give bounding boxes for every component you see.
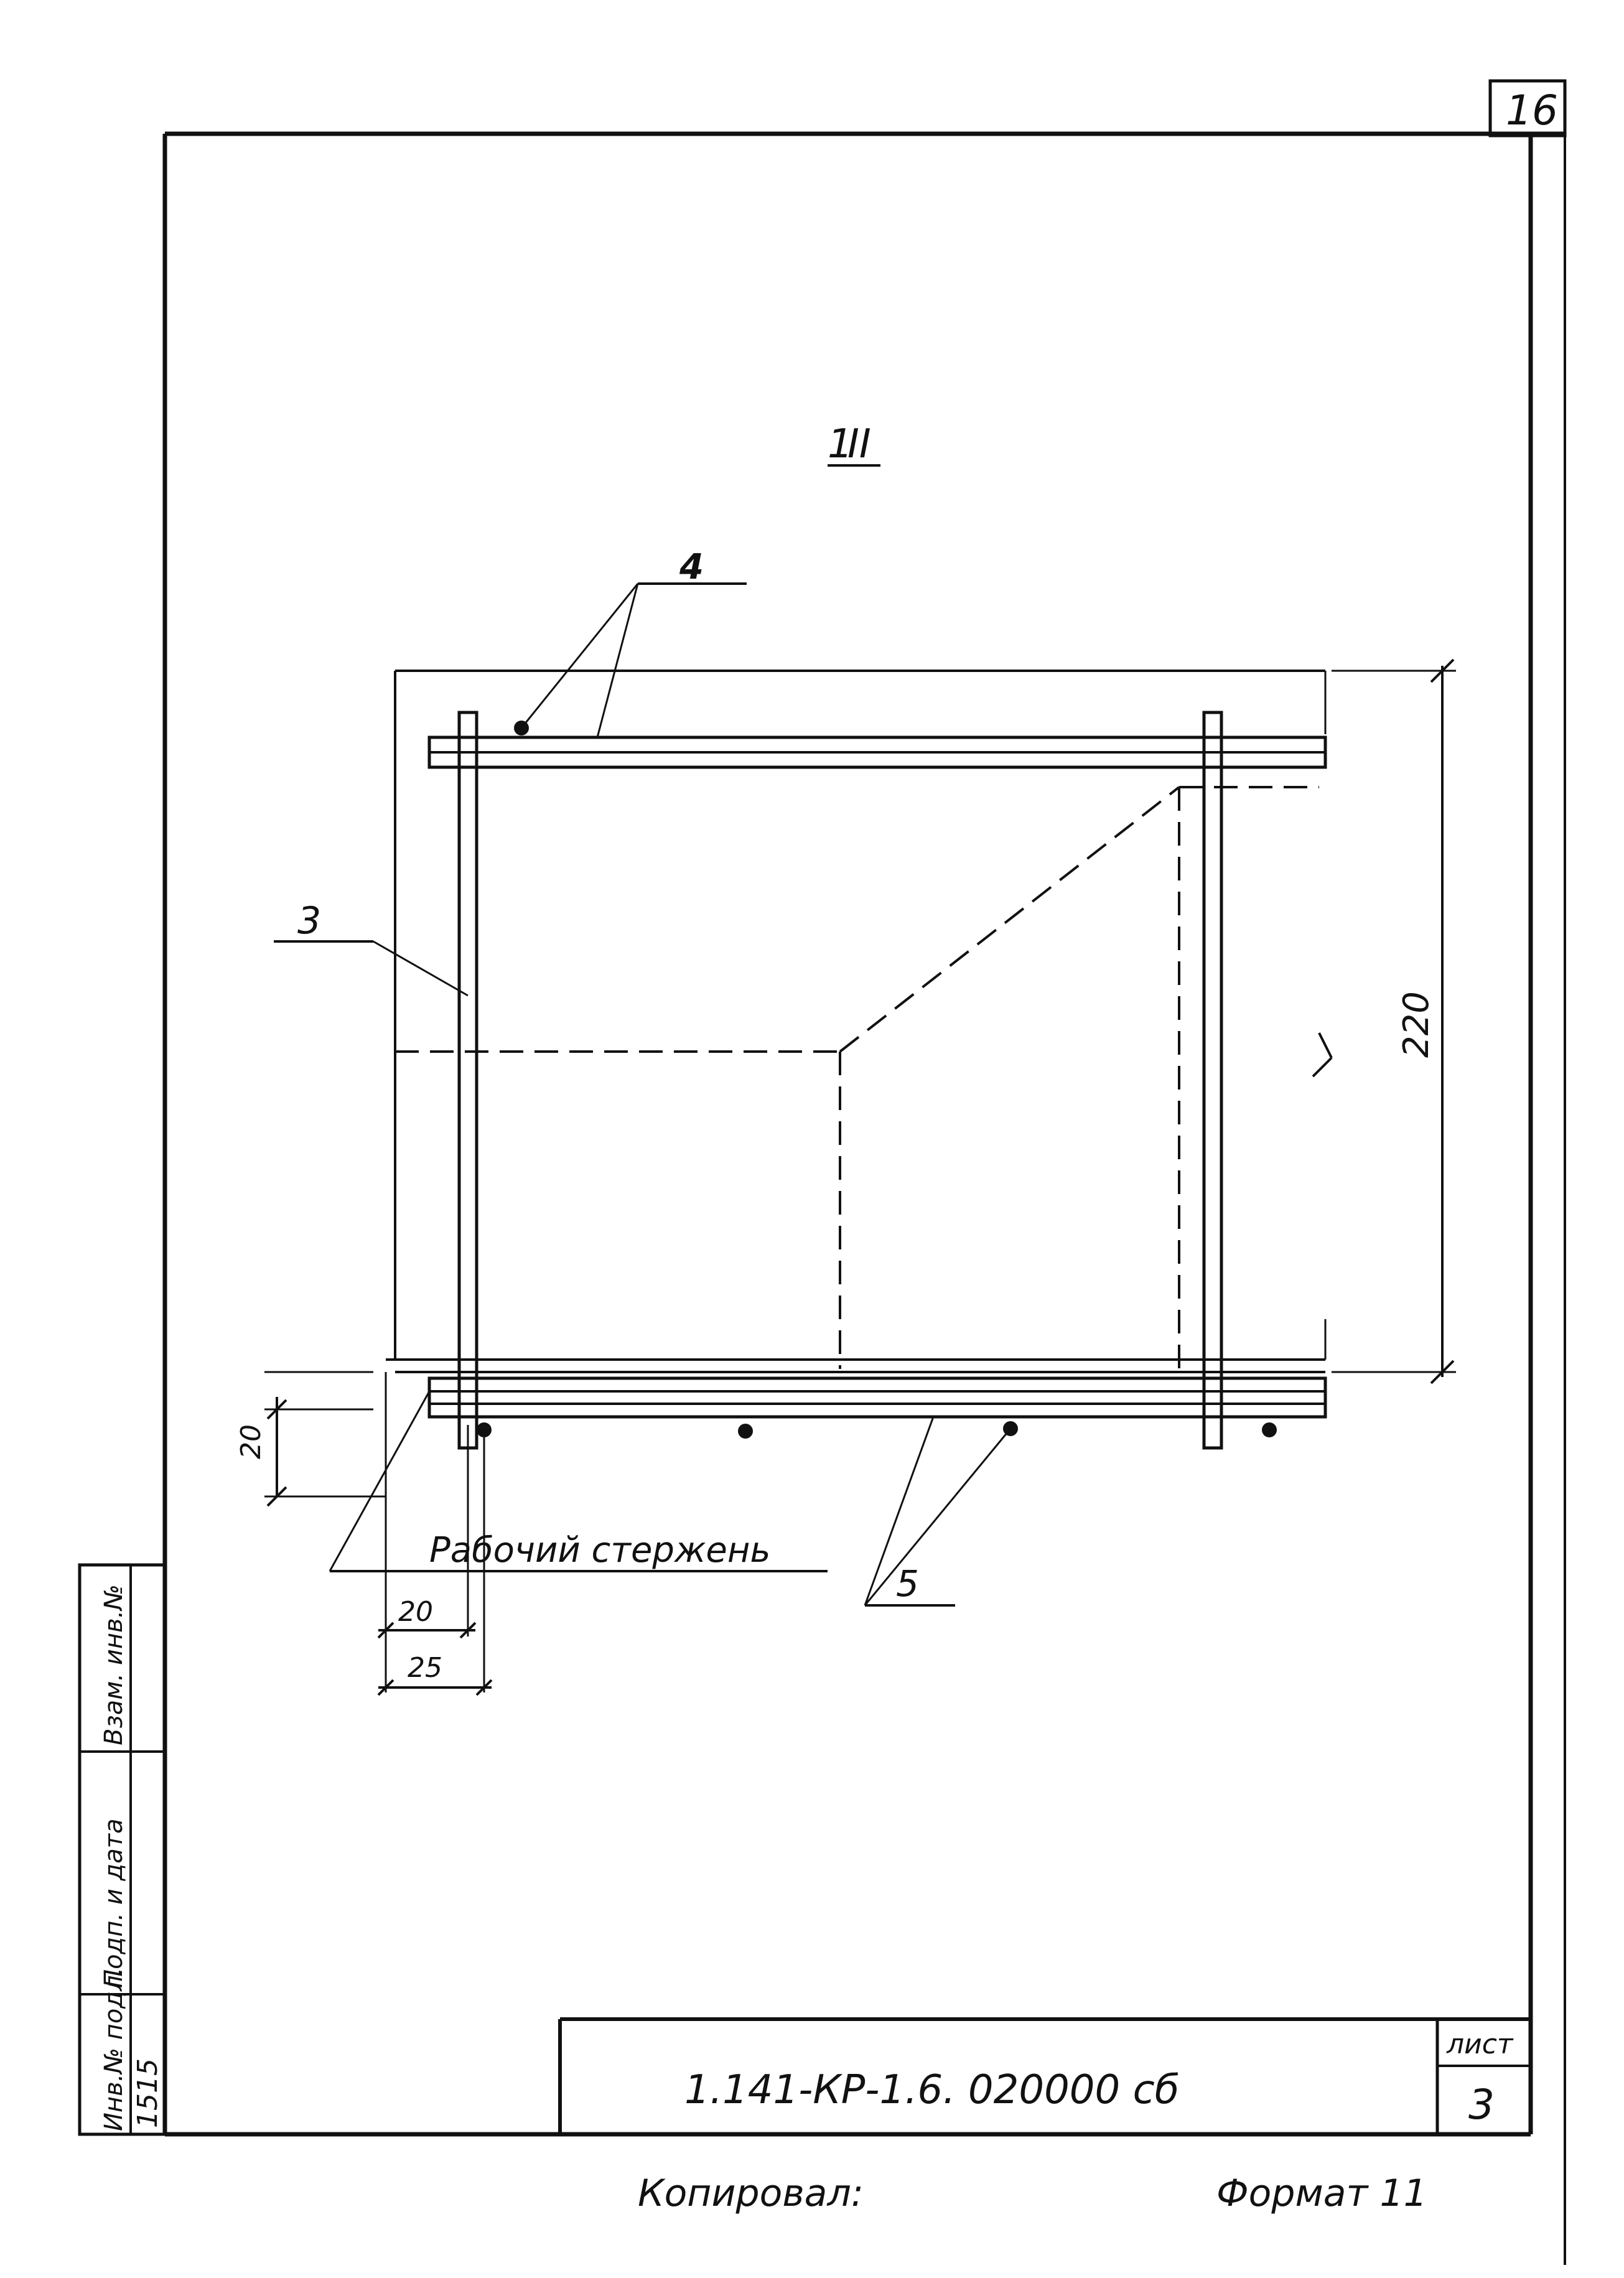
view-label-roman: II [847, 421, 871, 467]
bottom-bar-dot [477, 1422, 492, 1437]
dimension-height: 220 [1312, 658, 1456, 1384]
view-label: 1 II [828, 421, 880, 467]
stamp-vzam-inv: Взам. инв.№ [100, 1584, 128, 1745]
stamp-inv-value: 1515 [132, 2058, 164, 2128]
stamp-podp-data: Подп. и дата [100, 1819, 128, 1988]
callout-3: 3 [274, 899, 469, 997]
callout-5: 5 [864, 1416, 1012, 1607]
title-block: 1.141-КР-1.6. 020000 сб лист 3 [558, 2017, 1531, 2134]
concrete-outline [386, 670, 1327, 1373]
callout-5-label: 5 [896, 1562, 919, 1605]
dimension-220: 220 [1396, 991, 1437, 1058]
working-rod-label: Рабочий стержень [429, 1530, 771, 1571]
drawing-designation: 1.141-КР-1.6. 020000 сб [684, 2067, 1179, 2113]
callout-3-label: 3 [297, 899, 321, 943]
dimension-20-vertical: 20 [235, 1424, 267, 1459]
callout-4: 4 [520, 547, 747, 738]
view-label-number: 1 [828, 421, 853, 467]
dimension-25: 25 [408, 1652, 442, 1684]
dimension-bottom-cover: 20 [235, 1371, 386, 1507]
bottom-bar-dot [1262, 1422, 1277, 1437]
top-bars [427, 721, 1327, 769]
side-stamp: Взам. инв.№ Подп. и дата Инв.№ подл. 151… [78, 1563, 167, 2136]
page-number: 16 [1506, 86, 1558, 134]
footer: Копировал: Формат 11 [638, 2172, 1427, 2215]
format-label: Формат 11 [1216, 2172, 1427, 2215]
sheet-number: 3 [1468, 2081, 1495, 2129]
stamp-inv-podl: Инв.№ подл. [100, 1968, 128, 2131]
bottom-bars [427, 1376, 1327, 1439]
copied-by: Копировал: [638, 2172, 864, 2215]
callout-working-rod: Рабочий стержень [329, 1391, 828, 1572]
dimension-20-horizontal: 20 [398, 1596, 433, 1628]
callout-4-label: 4 [679, 547, 704, 587]
bottom-bar-dot [738, 1424, 753, 1439]
sheet-label: лист [1446, 2028, 1514, 2060]
page-number-box: 16 [1488, 79, 1567, 138]
dimension-side-cover: 20 25 [377, 1372, 493, 1696]
top-bars-overlay [429, 735, 1325, 769]
hidden-void-contour [395, 786, 1319, 1369]
